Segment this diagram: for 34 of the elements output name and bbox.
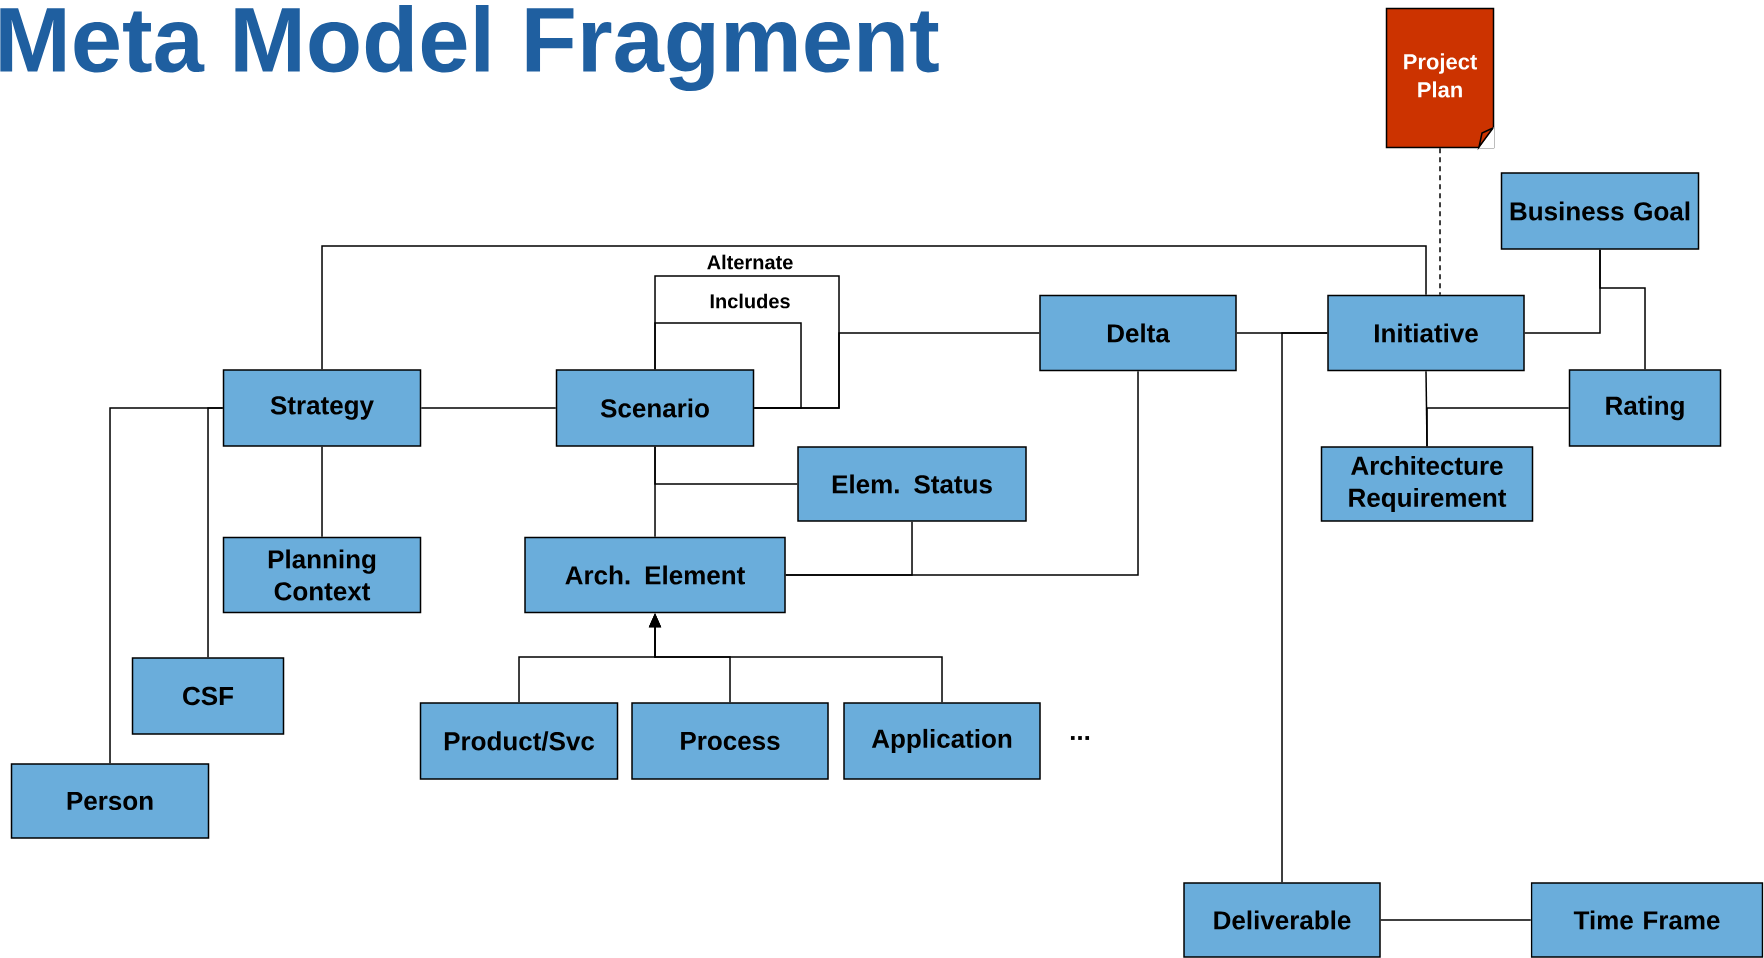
- connector-line: [321, 245, 1427, 370]
- class-box: CSF: [131, 657, 285, 735]
- class-box: Arch. Element: [524, 536, 786, 614]
- ellipsis: ...: [1070, 736, 1090, 740]
- class-box: Architecture Requirement: [1320, 446, 1534, 522]
- class-box: Product/Svc: [419, 702, 619, 780]
- connector-line: [420, 407, 557, 409]
- connector-line: [654, 446, 798, 485]
- class-box: Person: [10, 763, 210, 839]
- connector-line: [1426, 407, 1570, 447]
- class-box: Planning Context: [222, 536, 422, 614]
- class-box: Business Goal: [1500, 172, 1700, 250]
- connector-line: [321, 446, 323, 538]
- connector-line: [654, 322, 802, 409]
- title: Meta Model Fragment: [0, 4, 939, 92]
- class-box: Time Frame: [1530, 882, 1764, 958]
- class-box: Deliverable: [1183, 882, 1381, 958]
- edge-label: Includes: [708, 292, 792, 310]
- class-box: Process: [631, 702, 829, 780]
- connector-line: [1281, 332, 1328, 883]
- connector-line: [1599, 249, 1646, 370]
- connector-line: [785, 370, 1139, 576]
- connector-line: [109, 407, 224, 764]
- edge-label: Alternate: [705, 253, 795, 271]
- connector-line: [1380, 919, 1532, 921]
- class-box: Rating: [1568, 369, 1722, 447]
- class-box: Strategy: [222, 369, 422, 447]
- class-box: Initiative: [1327, 294, 1525, 372]
- class-box: Scenario: [555, 369, 755, 447]
- class-box: Elem. Status: [797, 446, 1027, 522]
- dashed-line: [1439, 147, 1441, 296]
- connector-line: [654, 275, 840, 409]
- class-box: Application: [843, 702, 1041, 780]
- class-box: Delta: [1039, 294, 1237, 372]
